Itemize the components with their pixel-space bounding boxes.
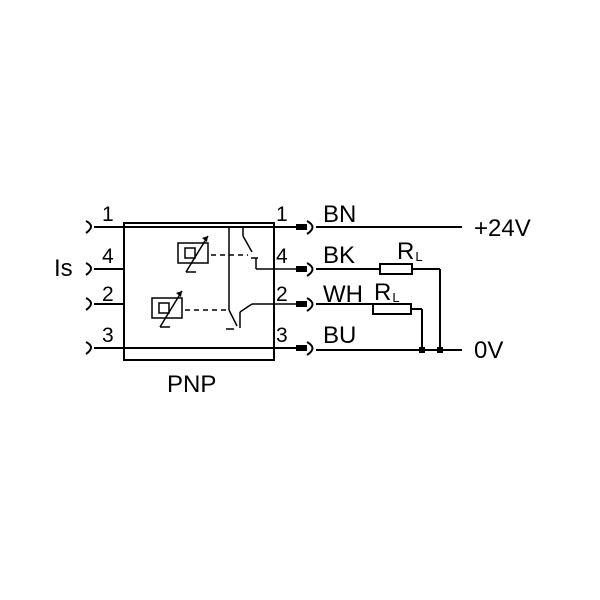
junction-dot-2 (437, 347, 443, 353)
left-connector-group (85, 220, 124, 355)
left-pin-label-1: 1 (102, 203, 114, 226)
right-connector-block-3 (296, 345, 307, 351)
internal-wiring (124, 226, 296, 349)
right-connector-block-1 (296, 224, 307, 230)
right-socket-3 (306, 341, 314, 356)
wire-color-bu: BU (323, 322, 356, 349)
load-resistor-wh-label: RL (374, 279, 400, 306)
sensor-element-1-arrowhead (202, 236, 208, 242)
load-resistor-bk-label: RL (397, 238, 423, 265)
sensor-element-2-arrowhead (176, 291, 182, 297)
left-plug-3 (85, 341, 92, 355)
switch-1-blade (242, 235, 253, 253)
load-resistor-wh (372, 303, 412, 315)
right-connector-group (296, 220, 314, 356)
right-pin-label-4: 4 (276, 245, 288, 268)
right-pin-label-3: 3 (276, 324, 288, 347)
sensor-element-1 (177, 235, 248, 273)
load-resistor-bk-letter: R (397, 238, 414, 265)
left-plug-4 (85, 262, 92, 276)
sensor-element-1-box (177, 242, 209, 264)
supply-zero-label: 0V (474, 337, 503, 364)
sensor-element-1-core (184, 247, 196, 259)
left-plug-2 (85, 297, 92, 311)
left-pin-label-2: 2 (102, 283, 114, 306)
sensor-element-2 (151, 290, 226, 328)
left-pin-label-4: 4 (102, 245, 114, 268)
external-wiring (316, 226, 462, 353)
wire-color-bk: BK (323, 242, 355, 269)
switch-2-blade (228, 309, 238, 327)
sensor-housing-box (123, 222, 275, 361)
input-label: Is (54, 255, 73, 282)
load-resistor-bk-subscript: L (415, 249, 422, 264)
load-resistor-bk (379, 263, 413, 275)
sensor-element-2-arrow (159, 290, 183, 328)
output-type-label: PNP (167, 371, 216, 398)
junction-dot-1 (419, 347, 425, 353)
sensor-element-2-core (158, 302, 170, 314)
sensor-element-2-box (151, 297, 183, 319)
switch-2-out (239, 303, 253, 313)
right-connector-block-4 (296, 266, 307, 272)
right-connector-block-2 (296, 301, 307, 307)
left-plug-1 (85, 220, 92, 234)
sensor-element-1-arrow (185, 235, 209, 273)
right-socket-4 (306, 262, 314, 277)
right-pin-label-2: 2 (276, 283, 288, 306)
left-pin-label-3: 3 (102, 324, 114, 347)
right-socket-2 (306, 297, 314, 312)
wire-color-bn: BN (323, 201, 356, 228)
right-pin-label-1: 1 (276, 203, 288, 226)
supply-positive-label: +24V (474, 215, 531, 242)
load-resistor-wh-letter: R (374, 279, 391, 306)
right-socket-1 (306, 220, 314, 235)
load-resistor-wh-subscript: L (392, 290, 399, 305)
